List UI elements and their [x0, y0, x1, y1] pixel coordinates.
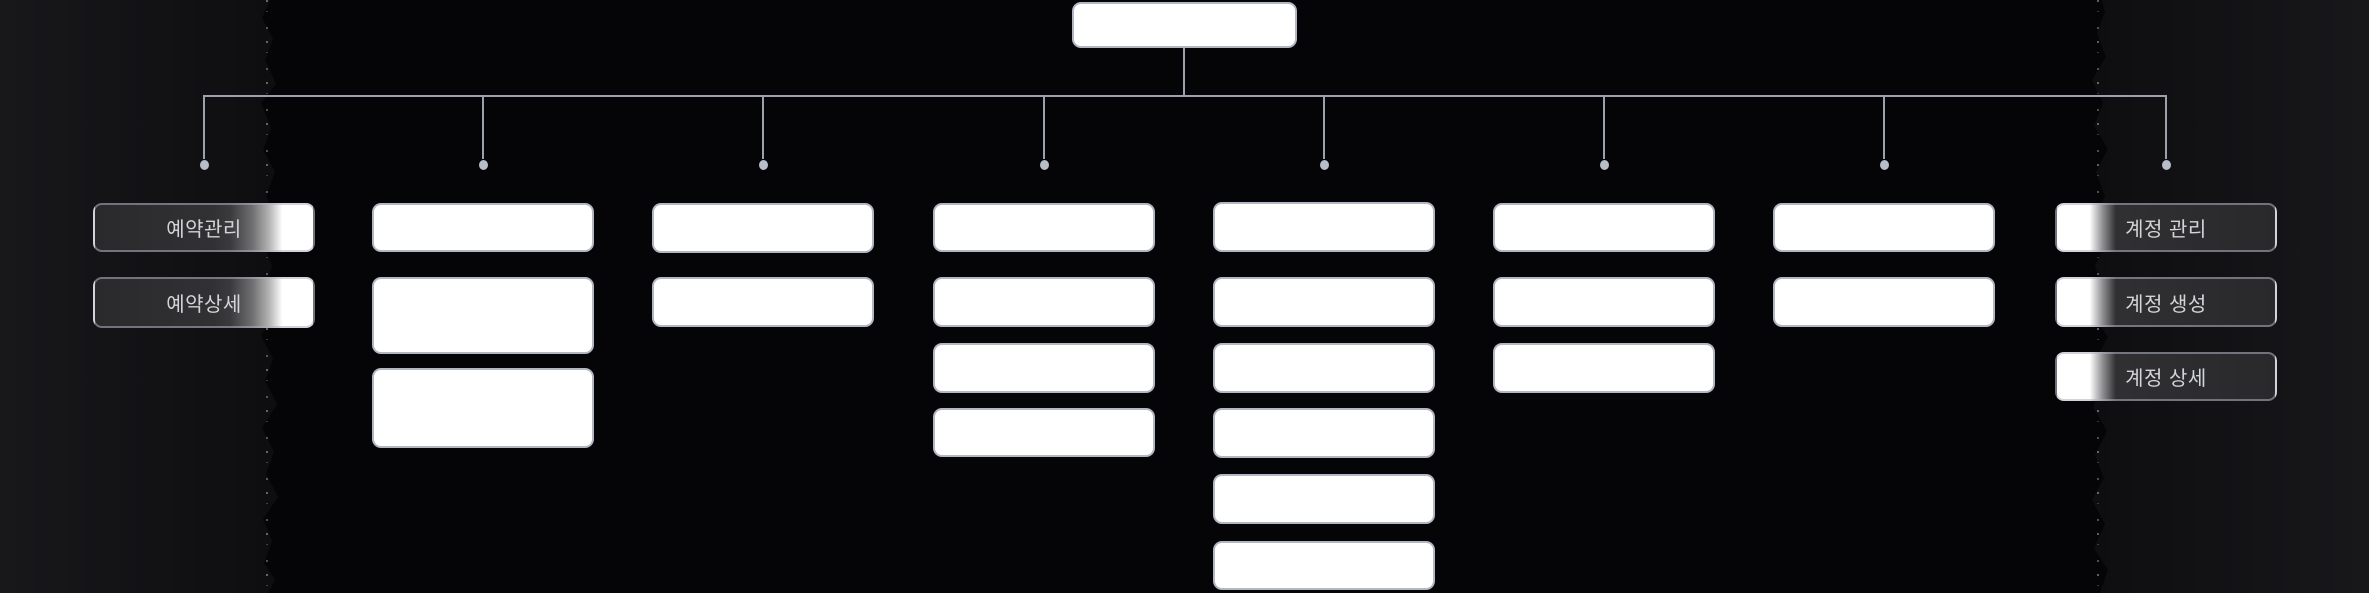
connector-stem: [1183, 48, 1185, 95]
sitemap-node[interactable]: [1213, 474, 1435, 524]
connector-drop: [1883, 95, 1885, 159]
sitemap-node[interactable]: [1213, 541, 1435, 590]
connector-dot: [1039, 160, 1049, 170]
sitemap-node[interactable]: [1213, 343, 1435, 393]
connector-dot: [758, 160, 768, 170]
connector-dot: [1879, 160, 1889, 170]
connector-drop: [482, 95, 484, 159]
sitemap-node[interactable]: 예약관리: [93, 203, 315, 252]
sitemap-node[interactable]: [1493, 343, 1715, 393]
sitemap-node[interactable]: [933, 277, 1155, 327]
sitemap-node[interactable]: [1213, 202, 1435, 252]
connector-dot: [2161, 160, 2171, 170]
sitemap-node[interactable]: [933, 408, 1155, 457]
root-node[interactable]: [1072, 2, 1297, 48]
connector-drop: [2165, 95, 2167, 159]
sitemap-node[interactable]: [1773, 203, 1995, 252]
sitemap-node[interactable]: [372, 368, 594, 448]
connector-drop: [1323, 95, 1325, 159]
sitemap-node[interactable]: [652, 203, 874, 253]
connector-dot: [1599, 160, 1609, 170]
node-label: 예약관리: [166, 219, 242, 241]
connector-drop: [1603, 95, 1605, 159]
sitemap-node[interactable]: [1773, 277, 1995, 327]
sitemap-node[interactable]: [933, 343, 1155, 393]
connector-dot: [199, 160, 209, 170]
sitemap-node[interactable]: [652, 277, 874, 327]
node-label: 계정 관리: [2125, 219, 2207, 241]
connector-rail: [203, 95, 2167, 97]
sitemap-node[interactable]: [933, 203, 1155, 252]
connector-drop: [762, 95, 764, 159]
sitemap-node[interactable]: 계정 관리: [2055, 203, 2277, 252]
node-label: 계정 상세: [2125, 368, 2207, 390]
sitemap-node[interactable]: 예약상세: [93, 277, 315, 328]
sitemap-node[interactable]: [372, 203, 594, 252]
sitemap-node[interactable]: [1213, 277, 1435, 327]
node-label: 계정 생성: [2125, 293, 2207, 316]
connector-drop: [1043, 95, 1045, 159]
connector-drop: [203, 95, 205, 159]
sitemap-node[interactable]: 계정 상세: [2055, 352, 2277, 401]
node-label: 예약상세: [166, 294, 242, 316]
sitemap-node[interactable]: [1493, 203, 1715, 252]
sitemap-node[interactable]: [1493, 277, 1715, 327]
sitemap-node[interactable]: 계정 생성: [2055, 277, 2277, 327]
connector-dot: [1319, 160, 1329, 170]
sitemap-node[interactable]: [1213, 408, 1435, 458]
sitemap-node[interactable]: [372, 277, 594, 354]
connector-dot: [478, 160, 488, 170]
